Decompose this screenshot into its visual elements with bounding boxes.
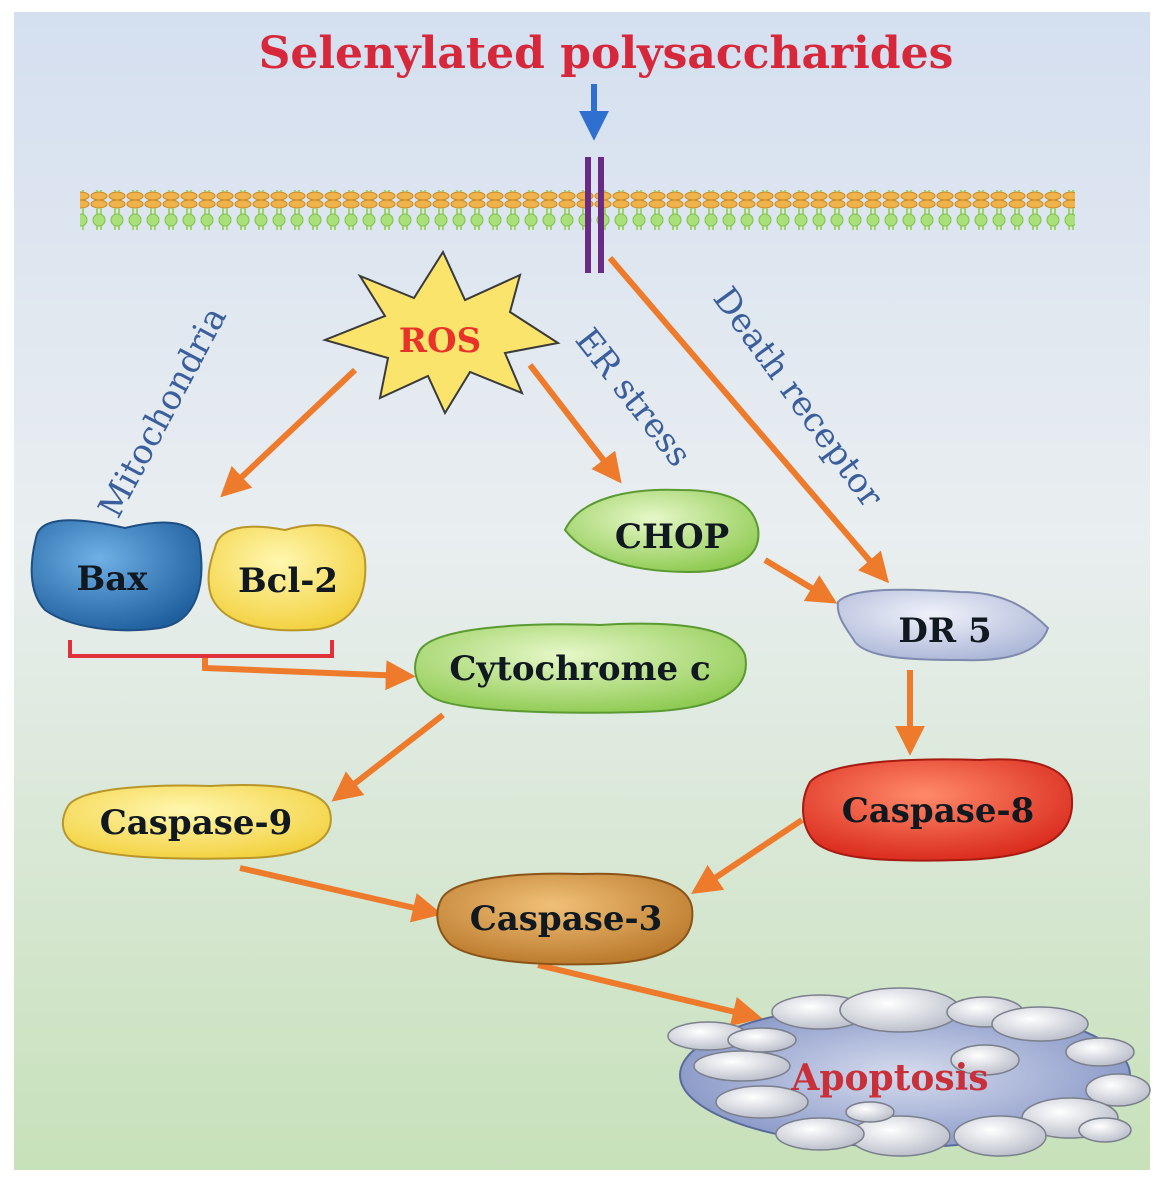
apoptosis-node: Apoptosis [667,987,1151,1157]
diagram-title: Selenylated polysaccharides [259,28,954,79]
arrow-cytochrome-to-caspase9 [331,712,445,802]
ros-node: ROS [321,249,561,416]
bax-node: Bax [30,519,203,632]
cytochrome-c-shape [414,622,747,714]
caspase9-node: Caspase-9 [61,784,332,860]
bax-shape [30,519,203,632]
caspase8-label: Caspase-8 [842,791,1035,831]
membrane-receptor [585,157,604,273]
chop-node: CHOP [563,488,760,574]
cytochrome-c-label: Cytochrome c [449,649,710,689]
bax-bcl2-bracket [68,640,334,658]
bcl2-shape [207,524,367,632]
bcl2-node: Bcl-2 [207,524,367,632]
arrow-receptor-to-dr5 [607,256,890,584]
pathway-arrows [202,256,925,1027]
caspase8-shape [802,758,1074,862]
caspase3-shape [436,872,694,966]
arrow-ros-to-bax [220,367,358,498]
apoptosis-label: Apoptosis [790,1057,988,1099]
cell-membrane [80,190,1075,230]
arrow-caspase9-to-caspase3 [239,865,443,923]
caspase3-node: Caspase-3 [436,872,694,966]
chop-shape [563,488,760,574]
chop-label: CHOP [615,517,729,557]
ros-label: ROS [399,321,481,361]
caspase9-label: Caspase-9 [100,803,293,843]
arrow-caspase3-to-apoptosis [537,962,763,1027]
dr5-node: DR 5 [836,588,1050,662]
caspase3-label: Caspase-3 [470,899,663,939]
apoptotic-bodies [667,987,1151,1157]
ros-starburst [321,249,561,416]
arrow-bax-bcl2-to-cytochrome [202,657,416,691]
cytochrome-c-node: Cytochrome c [414,622,747,714]
caspase8-node: Caspase-8 [802,758,1074,862]
bcl2-label: Bcl-2 [238,561,338,601]
caspase9-shape [61,784,332,860]
dr5-shape [836,588,1050,662]
arrow-caspase8-to-caspase3 [691,817,804,894]
bax-label: Bax [76,559,148,599]
arrow-ros-to-chop [527,363,622,484]
arrow-chop-to-dr5 [763,557,838,604]
dr5-label: DR 5 [898,611,991,651]
